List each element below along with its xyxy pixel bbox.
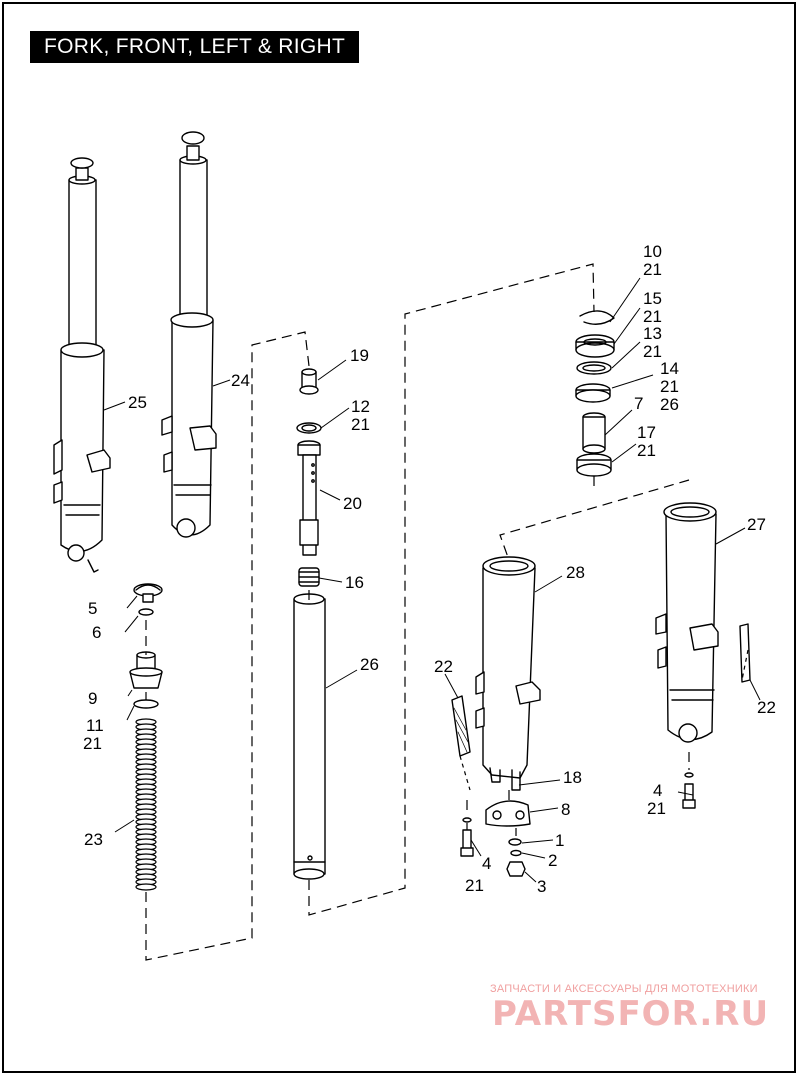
callout-25: 25 xyxy=(128,393,147,412)
callout-15: 15 xyxy=(643,289,662,308)
spring-coil xyxy=(135,883,157,891)
leader-lines xyxy=(103,277,761,883)
callout-21: 21 xyxy=(647,799,666,818)
callout-21: 21 xyxy=(643,307,662,326)
callout-28: 28 xyxy=(566,563,585,582)
part-1-washer xyxy=(508,838,522,846)
callout-21: 21 xyxy=(83,734,102,753)
part-25-fork-assembly-left xyxy=(53,157,111,573)
part-28-lower-slider-left xyxy=(475,556,541,791)
callout-13: 13 xyxy=(643,324,662,343)
callout-21: 21 xyxy=(465,876,484,895)
callout-27: 27 xyxy=(747,515,766,534)
part-8-axle-cap xyxy=(485,800,531,827)
callout-4: 4 xyxy=(653,781,662,800)
callout-11: 11 xyxy=(86,716,104,735)
callout-21: 21 xyxy=(660,377,679,396)
callout-21: 21 xyxy=(351,415,370,434)
callout-24: 24 xyxy=(231,371,250,390)
callout-8: 8 xyxy=(561,800,570,819)
callout-6: 6 xyxy=(92,623,101,642)
callout-7: 7 xyxy=(634,394,643,413)
callout-19: 19 xyxy=(350,346,369,365)
callout-2: 2 xyxy=(548,851,557,870)
part-24-fork-assembly-right xyxy=(161,131,217,538)
assembly-lines xyxy=(145,263,749,961)
part-16-rebound-spring xyxy=(298,567,320,587)
part-27-lower-slider-right xyxy=(655,502,719,743)
callout-26: 26 xyxy=(660,395,679,414)
callout-20: 20 xyxy=(343,494,362,513)
part-22-reflector-right xyxy=(739,623,751,683)
part-20-damper-tube xyxy=(297,440,321,556)
callout-18: 18 xyxy=(563,768,582,787)
part-6-o-ring xyxy=(138,608,154,616)
callout-26: 26 xyxy=(360,655,379,674)
part-13-oil-seal xyxy=(576,361,612,375)
callout-22: 22 xyxy=(757,698,776,717)
callout-4: 4 xyxy=(482,854,491,873)
watermark-logo: PARTSFOR.RU xyxy=(492,994,770,1034)
callout-10: 10 xyxy=(643,242,662,261)
part-10-retaining-clip xyxy=(579,310,615,325)
part-14-washer xyxy=(575,383,611,403)
callout-5: 5 xyxy=(88,599,97,618)
diagram-title: FORK, FRONT, LEFT & RIGHT xyxy=(30,31,360,63)
callout-21: 21 xyxy=(637,441,656,460)
part-26-fork-tube xyxy=(293,593,326,880)
callout-23: 23 xyxy=(84,830,103,849)
callout-12: 12 xyxy=(351,397,370,416)
part-3-nut xyxy=(506,861,526,877)
callout-21: 21 xyxy=(643,260,662,279)
callout-22: 22 xyxy=(434,657,453,676)
callout-17: 17 xyxy=(637,423,656,442)
part-22-reflector-left xyxy=(451,695,471,757)
part-15-dust-seal xyxy=(575,334,615,358)
callout-9: 9 xyxy=(88,689,97,708)
part-19-valve xyxy=(299,368,319,395)
callout-3: 3 xyxy=(537,877,546,896)
part-17-bushing xyxy=(576,453,612,477)
watermark-subtitle: ЗАПЧАСТИ И АКСЕССУАРЫ ДЛЯ МОТОТЕХНИКИ xyxy=(490,983,758,995)
part-5-cap-bolt xyxy=(133,583,163,603)
part-23-fork-spring xyxy=(135,718,157,891)
callout-1: 1 xyxy=(555,831,564,850)
part-7-bushing xyxy=(582,412,606,454)
callout-14: 14 xyxy=(660,359,679,378)
callout-labels: 10 21 15 21 13 21 14 21 26 7 17 21 19 12… xyxy=(83,242,776,896)
part-21-bolt-right xyxy=(682,772,696,809)
callout-16: 16 xyxy=(345,573,364,592)
callout-21: 21 xyxy=(643,342,662,361)
part-11-ring xyxy=(133,699,159,709)
part-9-spring-adjuster xyxy=(129,651,163,689)
part-2-lock-washer xyxy=(510,849,522,857)
